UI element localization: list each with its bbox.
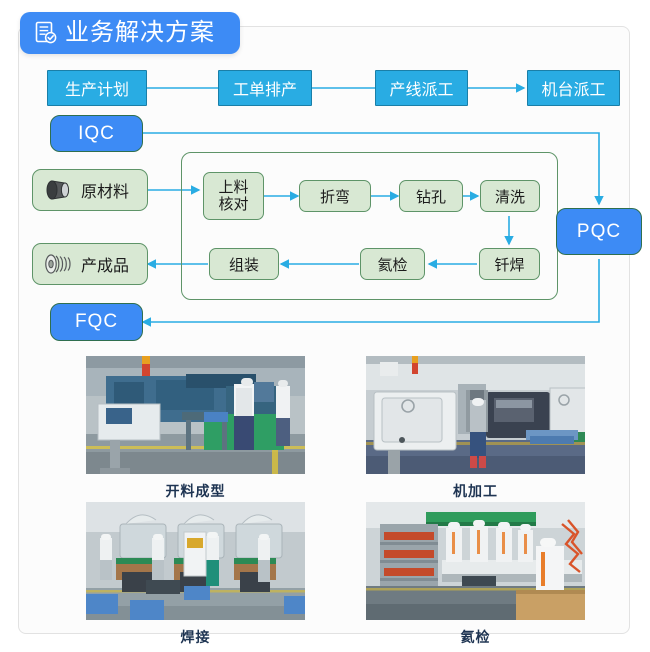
node-label: 折弯 — [319, 188, 350, 206]
photo-caption: 焊接 — [180, 629, 211, 645]
photo-card-welding[interactable]: 焊接 — [86, 502, 305, 647]
process-node-assembly[interactable]: 组装 — [209, 248, 279, 280]
photo-image-forming — [86, 356, 305, 474]
panel-header: 业务解决方案 — [20, 12, 240, 54]
node-label: 原材料 — [81, 184, 130, 201]
planning-node-production-plan[interactable]: 生产计划 — [47, 70, 147, 106]
node-label: 工单排产 — [232, 82, 297, 99]
planning-node-line-dispatch[interactable]: 产线派工 — [375, 70, 468, 106]
page-title: 业务解决方案 — [65, 19, 215, 46]
planning-node-machine-dispatch[interactable]: 机台派工 — [527, 70, 620, 106]
photo-caption: 机加工 — [453, 483, 498, 499]
planning-node-work-order[interactable]: 工单排产 — [218, 70, 312, 106]
node-label: 钻孔 — [415, 188, 446, 206]
pqc-node[interactable]: PQC — [556, 208, 642, 255]
process-node-helium-test[interactable]: 氦检 — [360, 248, 425, 280]
node-label-line2: 核对 — [218, 196, 249, 213]
material-node-raw-material[interactable]: 原材料 — [32, 169, 148, 211]
node-label-line1: 上料 — [218, 179, 249, 196]
process-node-brazing[interactable]: 钎焊 — [479, 248, 540, 280]
photo-image-helium-test — [366, 502, 585, 620]
photo-image-machining — [366, 356, 585, 474]
material-node-finished-product[interactable]: 产成品 — [32, 243, 148, 285]
node-label: PQC — [576, 220, 622, 242]
photo-caption: 氦检 — [460, 629, 491, 645]
node-label: 钎焊 — [494, 256, 525, 274]
fqc-node[interactable]: FQC — [50, 303, 143, 341]
process-node-loading-check[interactable]: 上料 核对 — [203, 172, 264, 220]
node-label: 产成品 — [81, 258, 130, 275]
iqc-node[interactable]: IQC — [50, 115, 143, 152]
photo-caption: 开料成型 — [165, 483, 226, 499]
node-label: FQC — [74, 311, 119, 332]
node-label: 组装 — [228, 256, 259, 274]
node-label: 生产计划 — [64, 82, 129, 99]
photo-image-welding — [86, 502, 305, 620]
photo-card-machining[interactable]: 机加工 — [366, 356, 585, 501]
photo-card-helium-test[interactable]: 氦检 — [366, 502, 585, 647]
node-label: IQC — [78, 122, 115, 144]
cylinder-material-icon — [46, 180, 70, 200]
node-label: 产线派工 — [389, 82, 454, 99]
photo-card-forming[interactable]: 开料成型 — [86, 356, 305, 501]
node-label: 机台派工 — [541, 82, 606, 99]
clipboard-check-icon — [35, 21, 57, 44]
process-node-cleaning[interactable]: 清洗 — [480, 180, 540, 212]
process-node-bending[interactable]: 折弯 — [299, 180, 371, 212]
node-label: 清洗 — [494, 188, 525, 206]
coil-product-icon — [45, 254, 71, 274]
node-label: 氦检 — [377, 256, 408, 274]
process-node-drilling[interactable]: 钻孔 — [399, 180, 463, 212]
